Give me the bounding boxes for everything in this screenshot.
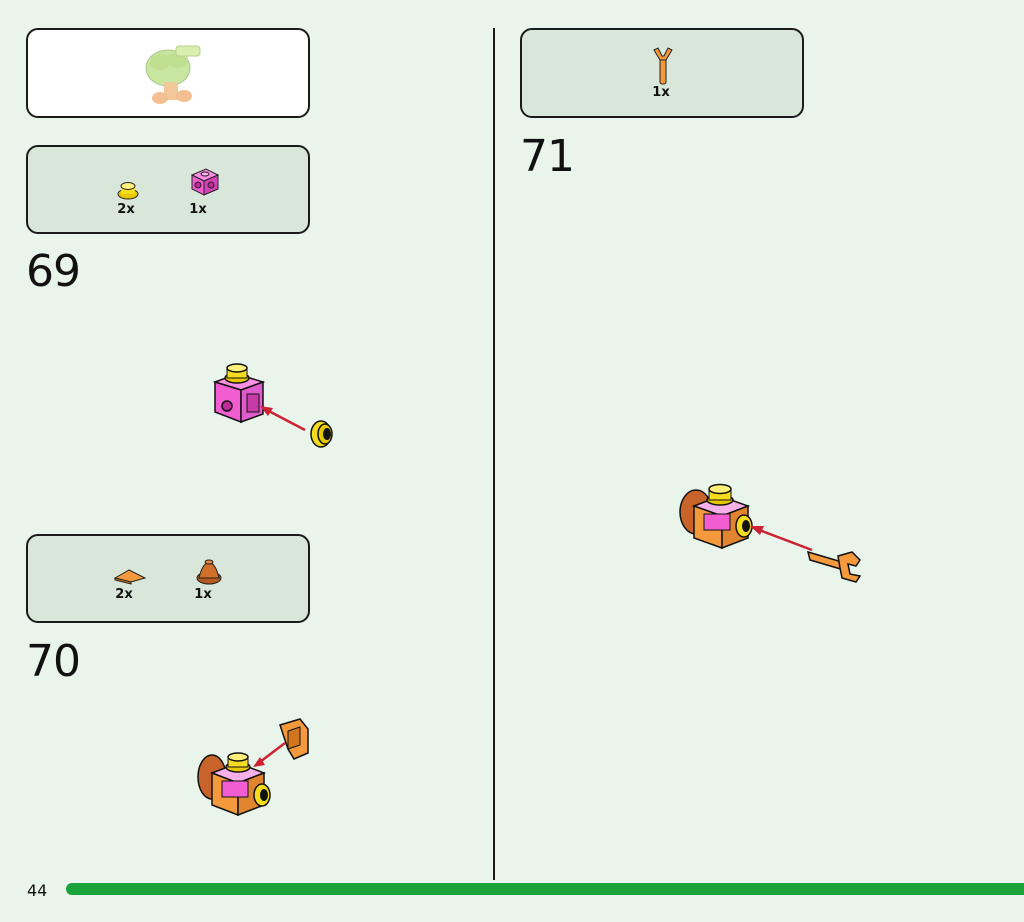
part-qty: 1x xyxy=(189,202,207,217)
part-qty: 1x xyxy=(194,587,212,602)
step-69-build-illustration xyxy=(212,363,333,448)
orange-claw-bar-icon xyxy=(653,47,673,85)
progress-bar xyxy=(66,883,1024,895)
step-71-build-illustration xyxy=(679,483,862,583)
step-number: 70 xyxy=(26,636,81,687)
step-70-parts-panel: 2x 1x xyxy=(26,534,310,623)
part-qty: 1x xyxy=(652,85,670,100)
step-number: 69 xyxy=(26,246,81,297)
column-divider xyxy=(493,28,495,880)
preview-panel xyxy=(26,28,310,118)
part-qty: 2x xyxy=(117,202,135,217)
step-69-parts-panel: 2x 1x xyxy=(26,145,310,234)
step-number: 71 xyxy=(520,131,575,182)
step-71-parts-panel: 1x xyxy=(520,28,804,118)
page-number: 44 xyxy=(27,881,48,900)
completed-tree-preview-icon xyxy=(145,45,201,104)
pink-brick-with-studs-icon xyxy=(190,168,220,196)
yellow-round-plate-icon xyxy=(117,182,139,200)
orange-corner-tile-icon xyxy=(113,569,147,585)
step-70-build-illustration xyxy=(197,718,309,817)
brown-cone-icon xyxy=(196,559,222,585)
part-qty: 2x xyxy=(115,587,133,602)
